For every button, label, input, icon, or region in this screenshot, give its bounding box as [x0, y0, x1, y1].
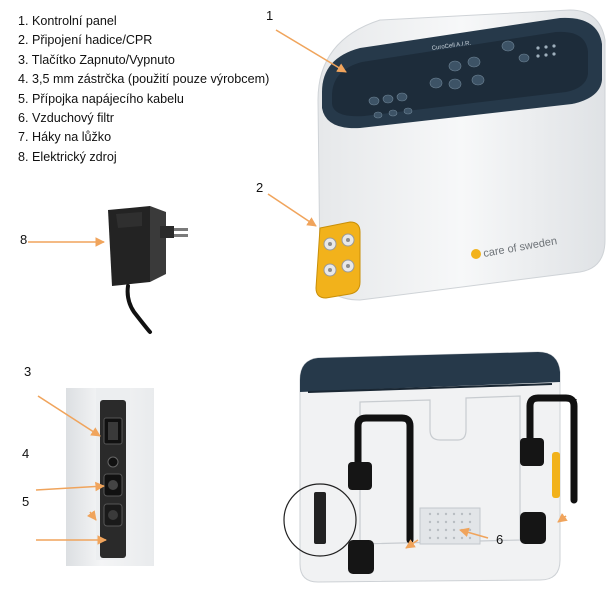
arrow-2 — [268, 194, 316, 226]
main-device: CuroCell A.I.R. care of sweden — [316, 10, 605, 300]
callout-number-3: 3 — [24, 364, 31, 379]
callout-number-4: 4 — [22, 446, 29, 461]
power-switch-detail — [104, 418, 122, 444]
callout-number-6: 6 — [496, 532, 503, 547]
callout-number-2: 2 — [256, 180, 263, 195]
jack-detail — [108, 457, 118, 467]
brand-logo-icon — [471, 249, 481, 259]
callout-number-5: 5 — [22, 494, 29, 509]
callout-number-7: 7 — [570, 396, 577, 411]
rear-device — [284, 352, 574, 582]
power-supply — [108, 206, 188, 332]
hose-connector — [316, 222, 360, 298]
callout-number-8: 8 — [20, 232, 27, 247]
air-filter-grille — [420, 508, 480, 544]
callout-number-1: 1 — [266, 8, 273, 23]
power-socket-detail — [104, 474, 122, 496]
